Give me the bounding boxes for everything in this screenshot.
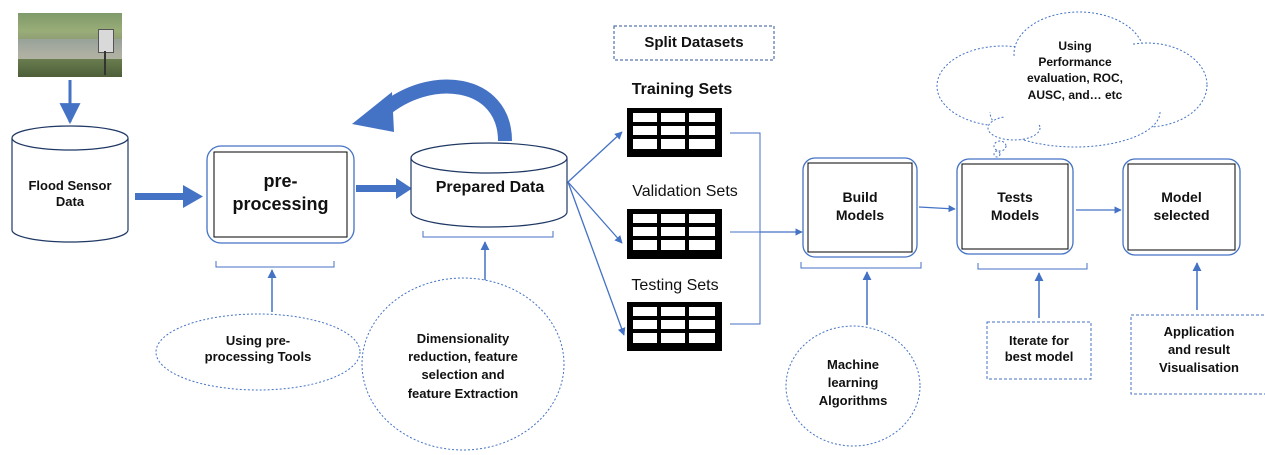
preprocessing-to-prepared-arrow — [356, 178, 412, 199]
application-text: Application and result Visualisation — [1159, 324, 1239, 376]
preprocessing-tools-text: Using pre- processing Tools — [204, 333, 312, 365]
split-arrow-testing — [567, 181, 626, 336]
photo-sensor-box — [98, 29, 114, 53]
testing-table-icon — [627, 302, 722, 351]
build-models-label: Build Models — [835, 189, 885, 223]
application-box — [1130, 314, 1265, 395]
model-selected-label: Model selected — [1153, 189, 1210, 223]
ml-algorithms-text: Machine learning Algorithms — [818, 357, 888, 409]
source-to-preprocessing-arrow — [135, 185, 203, 208]
preprocessing-tools-ellipse — [155, 313, 361, 391]
performance-text: Using Performance evaluation, ROC, AUSC,… — [1026, 39, 1124, 102]
validation-table-icon — [627, 209, 722, 259]
split-arrow-validation — [567, 181, 623, 244]
tests-bracket — [977, 263, 1088, 270]
dimensionality-text: Dimensionality reduction, feature select… — [407, 331, 519, 401]
flood-sensor-photo — [18, 13, 122, 77]
build-bracket — [800, 262, 922, 269]
preprocessing-box — [206, 145, 355, 244]
flood-sensor-cylinder — [11, 125, 129, 243]
photo-sensor-pole — [104, 51, 106, 75]
dimensionality-ellipse — [361, 277, 565, 451]
feedback-curved-arrow — [352, 79, 512, 142]
ml-algorithms-ellipse — [785, 325, 921, 447]
training-table-icon — [627, 108, 722, 157]
iterate-box — [986, 321, 1092, 380]
training-sets-label: Training Sets — [631, 81, 733, 98]
split-datasets-box — [613, 25, 775, 61]
validation-sets-label: Validation Sets — [632, 183, 738, 200]
iterate-text: Iterate for best model — [1004, 333, 1074, 365]
photo-grass — [18, 59, 122, 77]
photo-water — [18, 39, 122, 59]
prepared-bracket — [422, 231, 554, 238]
datasets-bracket — [730, 132, 761, 325]
prepared-data-label: Prepared Data — [435, 179, 545, 196]
testing-sets-label: Testing Sets — [631, 277, 719, 294]
performance-cloud-fill — [965, 24, 1185, 126]
build-to-tests-arrow — [918, 205, 956, 213]
split-arrow-training — [567, 131, 623, 183]
preprocessing-label: pre- processing — [232, 171, 329, 214]
split-datasets-label: Split Datasets — [644, 34, 744, 51]
build-models-box — [802, 157, 918, 258]
tests-models-box — [956, 158, 1074, 255]
tests-models-label: Tests Models — [990, 189, 1040, 223]
model-selected-box — [1122, 158, 1241, 256]
prepared-data-cylinder — [410, 142, 568, 228]
flood-sensor-label: Flood Sensor Data — [28, 178, 112, 210]
preprocessing-bracket — [215, 261, 335, 268]
